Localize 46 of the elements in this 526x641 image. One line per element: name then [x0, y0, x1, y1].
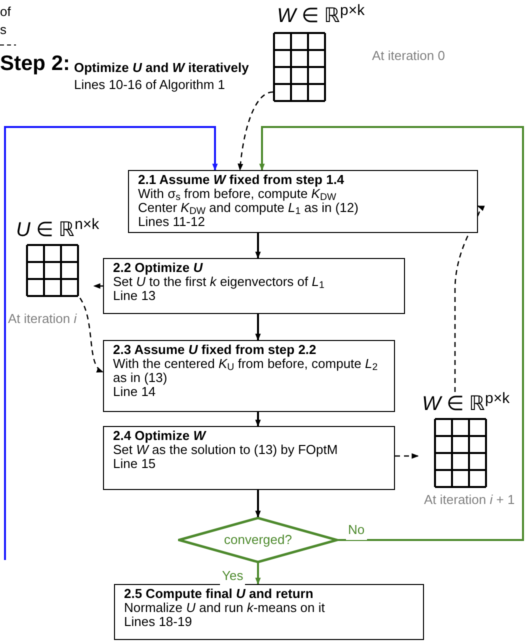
decision-label: converged?: [224, 531, 292, 550]
dashed-arrow: [79, 298, 104, 373]
note-text: Lines 10-16 of Algorithm 1: [74, 76, 226, 94]
box-text: Normalize U and run k-means on it: [124, 601, 326, 615]
iteration-note: At iteration i: [8, 311, 77, 327]
arrow: [255, 412, 261, 427]
iteration-note: At iteration 0: [372, 48, 445, 64]
arrow: [255, 563, 261, 585]
dashed-arrow: [93, 283, 103, 289]
box-text: Line 13: [113, 289, 157, 303]
box-text: Center K$_{DW}$ and compute L$_{1}$ as in (12): [138, 201, 360, 215]
arrow: [255, 490, 261, 518]
matrix-label: W ∈ ℝ$^{p×k}$: [422, 392, 510, 416]
dashed-arrow: [395, 453, 419, 459]
dashed-arrow: [238, 91, 274, 171]
box-text: Set W as the solution to (13) by FOptM: [113, 443, 339, 457]
box-text: Line 14: [113, 385, 156, 399]
box-text: With σ$_{s}$ from before, compute K$_{DW}$: [138, 187, 336, 201]
matrix-label: W ∈ ℝ$^{p×k}$: [277, 4, 365, 28]
arrow: [255, 314, 261, 341]
note-text: s: [0, 21, 6, 39]
arrow: [4, 126, 218, 560]
arrow: [259, 126, 524, 541]
box-text: Lines 11-12: [138, 215, 206, 229]
matrix-label: U ∈ ℝ$^{n×k}$: [16, 218, 100, 242]
box-heading: 2.5 Compute final U and return: [124, 587, 314, 601]
step-heading: Step 2:: [0, 51, 70, 77]
box-text: Set U to the first k eigenvectors of L$_{1}$: [113, 275, 326, 289]
process-box: [103, 426, 395, 490]
iteration-note: At iteration i + 1: [424, 492, 515, 508]
note-text: of: [0, 3, 11, 21]
process-box: [103, 258, 405, 314]
decision-diamond: [178, 517, 338, 563]
arrow: [255, 233, 261, 259]
process-box: [128, 170, 478, 233]
box-text: Line 15: [113, 457, 157, 471]
note-text: Optimize U and W iteratively: [74, 59, 249, 77]
box-text: Lines 18-19: [124, 615, 193, 629]
box-heading: 2.1 Assume W fixed from step 1.4: [138, 173, 346, 187]
box-text: With the centered K$_{U}$ from before, compute L$_{2}$ as in (13): [113, 357, 379, 385]
box-heading: 2.4 Optimize W: [113, 429, 208, 443]
dashed-arrow: [454, 206, 485, 392]
box-heading: 2.3 Assume U fixed from step 2.2: [113, 343, 318, 357]
process-box: [103, 340, 395, 412]
box-heading: 2.2 Optimize U: [113, 261, 204, 275]
process-box: [114, 584, 424, 640]
